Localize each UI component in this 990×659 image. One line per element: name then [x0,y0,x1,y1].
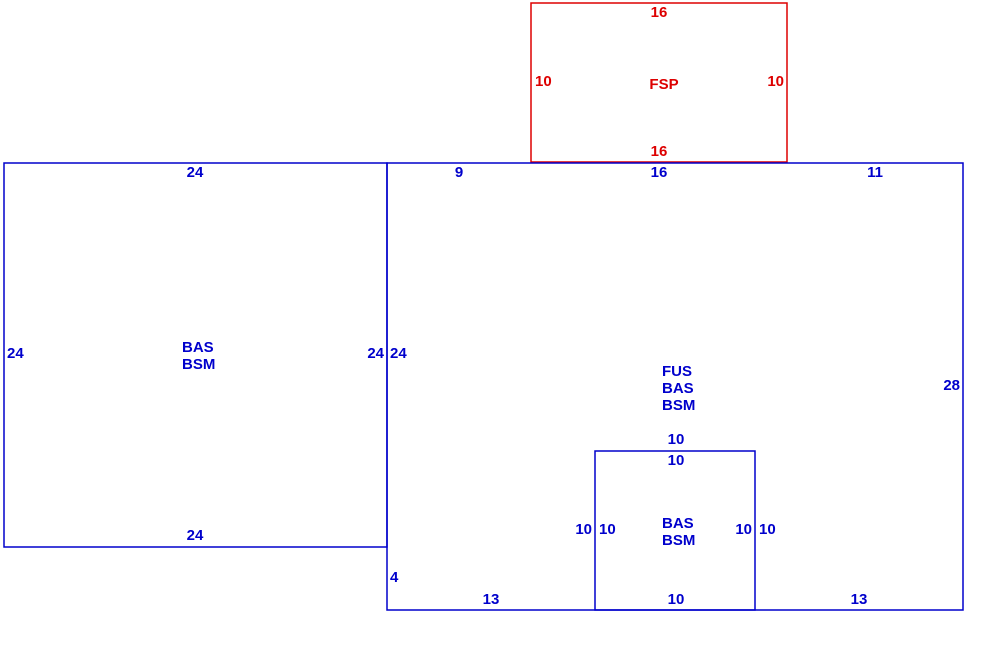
bump-dim-right-outer: 10 [759,521,776,538]
left-dim-side: 24 [7,345,24,362]
porch-dim-bottom: 16 [651,143,668,160]
main-dim-bottom-right: 13 [851,591,868,608]
porch-dim-right: 10 [767,73,784,90]
porch-dim-top: 16 [651,4,668,21]
main-dim-inner-side: 24 [390,345,407,362]
left-area-label-1: BAS [182,339,214,356]
main-dim-top-right: 11 [867,164,883,181]
porch-area-label: FSP [649,76,678,93]
bump-dim-top-outer: 10 [668,431,685,448]
main-dim-bottom-left: 13 [483,591,500,608]
porch-dim-left: 10 [535,73,552,90]
main-dim-right: 28 [943,377,960,394]
main-area-label-3: BSM [662,397,695,414]
left-dim-bottom: 24 [187,527,204,544]
bump-area-label-1: BAS [662,515,694,532]
bump-area-label-2: BSM [662,532,695,549]
left-dim-inner-side: 24 [367,345,384,362]
bump-block-outline [594,450,756,611]
left-dim-top: 24 [187,164,204,181]
main-area-label-2: BAS [662,380,694,397]
bump-dim-bottom: 10 [668,591,685,608]
porch-outline [530,2,788,163]
bump-dim-left-outer: 10 [575,521,592,538]
left-area-label-2: BSM [182,356,215,373]
bump-dim-left-inner: 10 [599,521,616,538]
main-dim-top-mid: 16 [651,164,668,181]
main-dim-top-left: 9 [455,164,463,181]
bump-dim-top-inner: 10 [668,452,685,469]
main-dim-notch: 4 [390,569,399,586]
bump-dim-right-inner: 10 [735,521,752,538]
main-area-label-1: FUS [662,363,692,380]
